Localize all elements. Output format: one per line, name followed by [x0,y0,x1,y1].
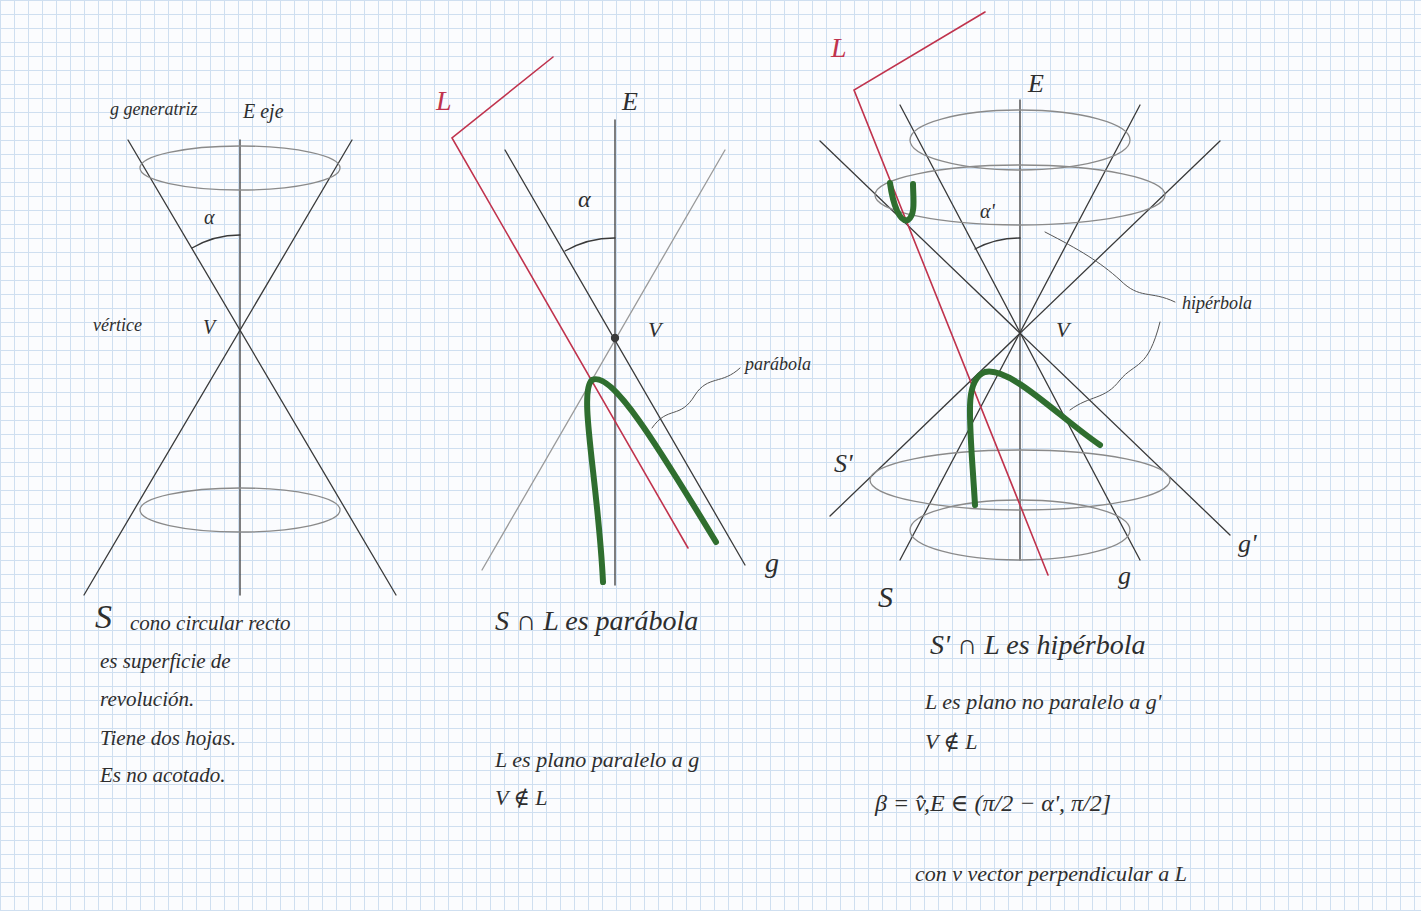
label-text: g' [1238,530,1257,559]
label-text: V ∉ L [925,730,978,754]
label-text: E eje [243,100,284,122]
label-text: S [878,580,893,613]
label-text: β = v̂,E ∈ (π/2 − α', π/2] [875,790,1111,816]
label-text: L es plano no paralelo a g' [925,690,1162,714]
label-text: con v vector perpendicular a L [915,862,1187,886]
label-text: S ∩ L es parábola [495,606,698,637]
plane-line [854,12,1048,575]
label-text: L [436,86,452,117]
label-text: L [831,33,847,64]
label-text: parábola [745,355,811,375]
label-text: V [203,316,215,338]
label-text: cono circular recto [130,612,291,635]
label-text: α [204,206,215,228]
leader-line [1045,232,1175,302]
generatrix-line [820,141,1230,535]
leader-line [652,368,740,428]
plane-line [452,57,688,548]
label-text: Tiene dos hojas. [100,727,236,750]
label-text: S [95,598,112,635]
axis-line [614,120,615,585]
label-text: revolución. [100,688,194,711]
axis-line [239,140,240,595]
generatrix-line [128,140,396,595]
label-text: g [1118,562,1131,591]
label-text: Es no acotado. [100,764,225,787]
vertex-dot [612,335,619,342]
hyperbola-curve [970,372,1100,505]
cone-circle [910,110,1130,170]
generatrix-line [830,141,1220,516]
parabola-curve [587,379,716,582]
label-text: α' [980,200,995,222]
generatrix-line [482,150,725,570]
generatrix-line [505,150,745,565]
angle-arc [975,238,1020,249]
label-text: V ∉ L [495,786,548,810]
angle-arc [192,235,240,248]
label-text: hipérbola [1182,294,1252,314]
cone-circle [140,488,340,532]
label-text: S' [834,450,853,479]
label-text: S' ∩ L es hipérbola [930,630,1145,661]
label-text: E [1028,70,1044,99]
cone-circle [875,165,1165,225]
generatrix-line [84,140,352,595]
label-text: E [622,88,638,117]
axis-line [1019,100,1020,560]
hyperbola-curve [890,183,914,220]
label-text: es superficie de [100,650,231,673]
label-text: vértice [93,316,142,336]
label-text: L es plano paralelo a g [495,748,699,772]
label-text: V [648,318,661,342]
angle-arc [565,238,615,251]
label-text: g [765,548,779,579]
cone-circle [140,146,340,190]
cone-circle [910,500,1130,560]
label-text: g generatriz [110,100,198,120]
cone-circle [870,450,1170,510]
label-text: V [1056,318,1069,342]
leader-line [1070,322,1160,410]
label-text: α [578,186,591,212]
